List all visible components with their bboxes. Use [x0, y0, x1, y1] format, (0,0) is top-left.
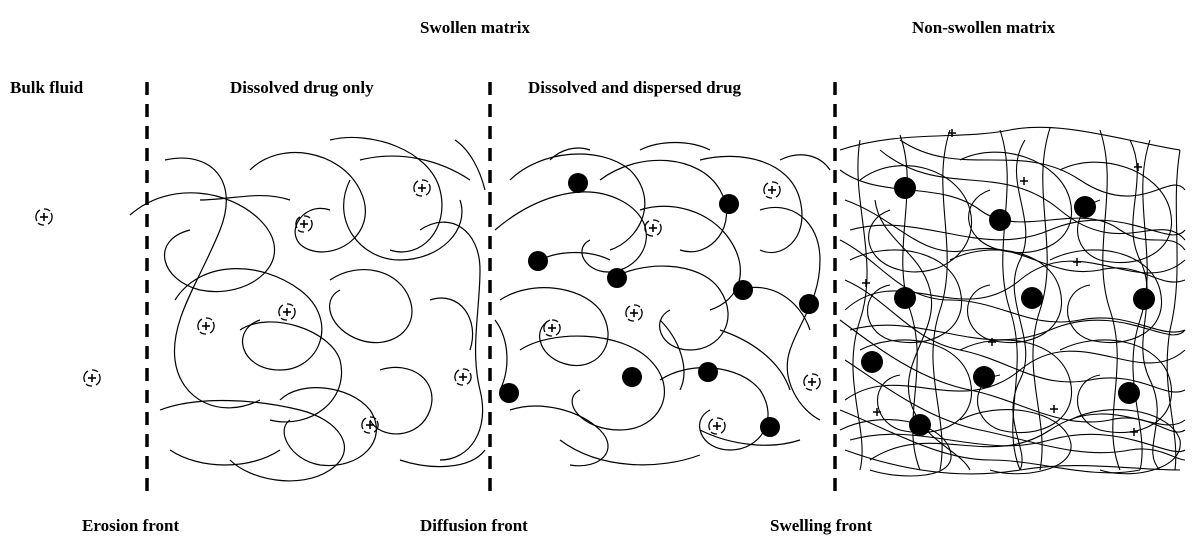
non-swollen-polymer-tangle: [840, 127, 1185, 476]
dispersed-drug-particle: [861, 351, 883, 373]
dispersed-drug-particle: [1118, 382, 1140, 404]
dispersed-drug-particle: [894, 287, 916, 309]
dissolved-drug-icon: [455, 369, 471, 385]
dissolved-drug-icon: [414, 180, 430, 196]
dispersed-drug-particle: [622, 367, 642, 387]
dissolved-drug-icon: [709, 418, 725, 434]
dispersed-drug-particle: [894, 177, 916, 199]
dispersed-drug-particle: [799, 294, 819, 314]
dissolved-drug-icon: [84, 370, 100, 386]
dispersed-drug-particle: [733, 280, 753, 300]
dissolved-drug-icon: [764, 182, 780, 198]
plus-icon: [1020, 177, 1028, 185]
plus-icon: [1073, 258, 1081, 266]
dispersed-drug-particle: [909, 414, 931, 436]
plus-icon: [1050, 405, 1058, 413]
dispersed-drug-particle: [1133, 288, 1155, 310]
dispersed-drug-particle: [698, 362, 718, 382]
dispersed-drug-particle: [1021, 287, 1043, 309]
dissolved-drug-icon: [804, 374, 820, 390]
dispersed-drug-particle: [528, 251, 548, 271]
dissolved-drug-icon: [544, 320, 560, 336]
dispersed-drug-particle: [989, 209, 1011, 231]
dispersed-drug-particle: [719, 194, 739, 214]
dispersed-drug-particle: [499, 383, 519, 403]
dissolved-drug-icon: [626, 305, 642, 321]
dispersed-drug-particle: [607, 268, 627, 288]
plus-icon: [862, 279, 870, 287]
dispersed-drug-particle: [568, 173, 588, 193]
plus-icon: [873, 408, 881, 416]
plus-icon: [1130, 428, 1138, 436]
plus-icon: [1134, 163, 1142, 171]
dissolved-drug-icon: [296, 216, 312, 232]
dispersed-drug-particle: [1074, 196, 1096, 218]
dispersed-drug-particle: [973, 366, 995, 388]
dispersed-drug-particle: [760, 417, 780, 437]
dissolved-drug-icon: [36, 209, 52, 225]
dissolved-drug-icon: [198, 318, 214, 334]
dissolved-drug-icon: [645, 220, 661, 236]
dissolved-drug-icon: [279, 304, 295, 320]
